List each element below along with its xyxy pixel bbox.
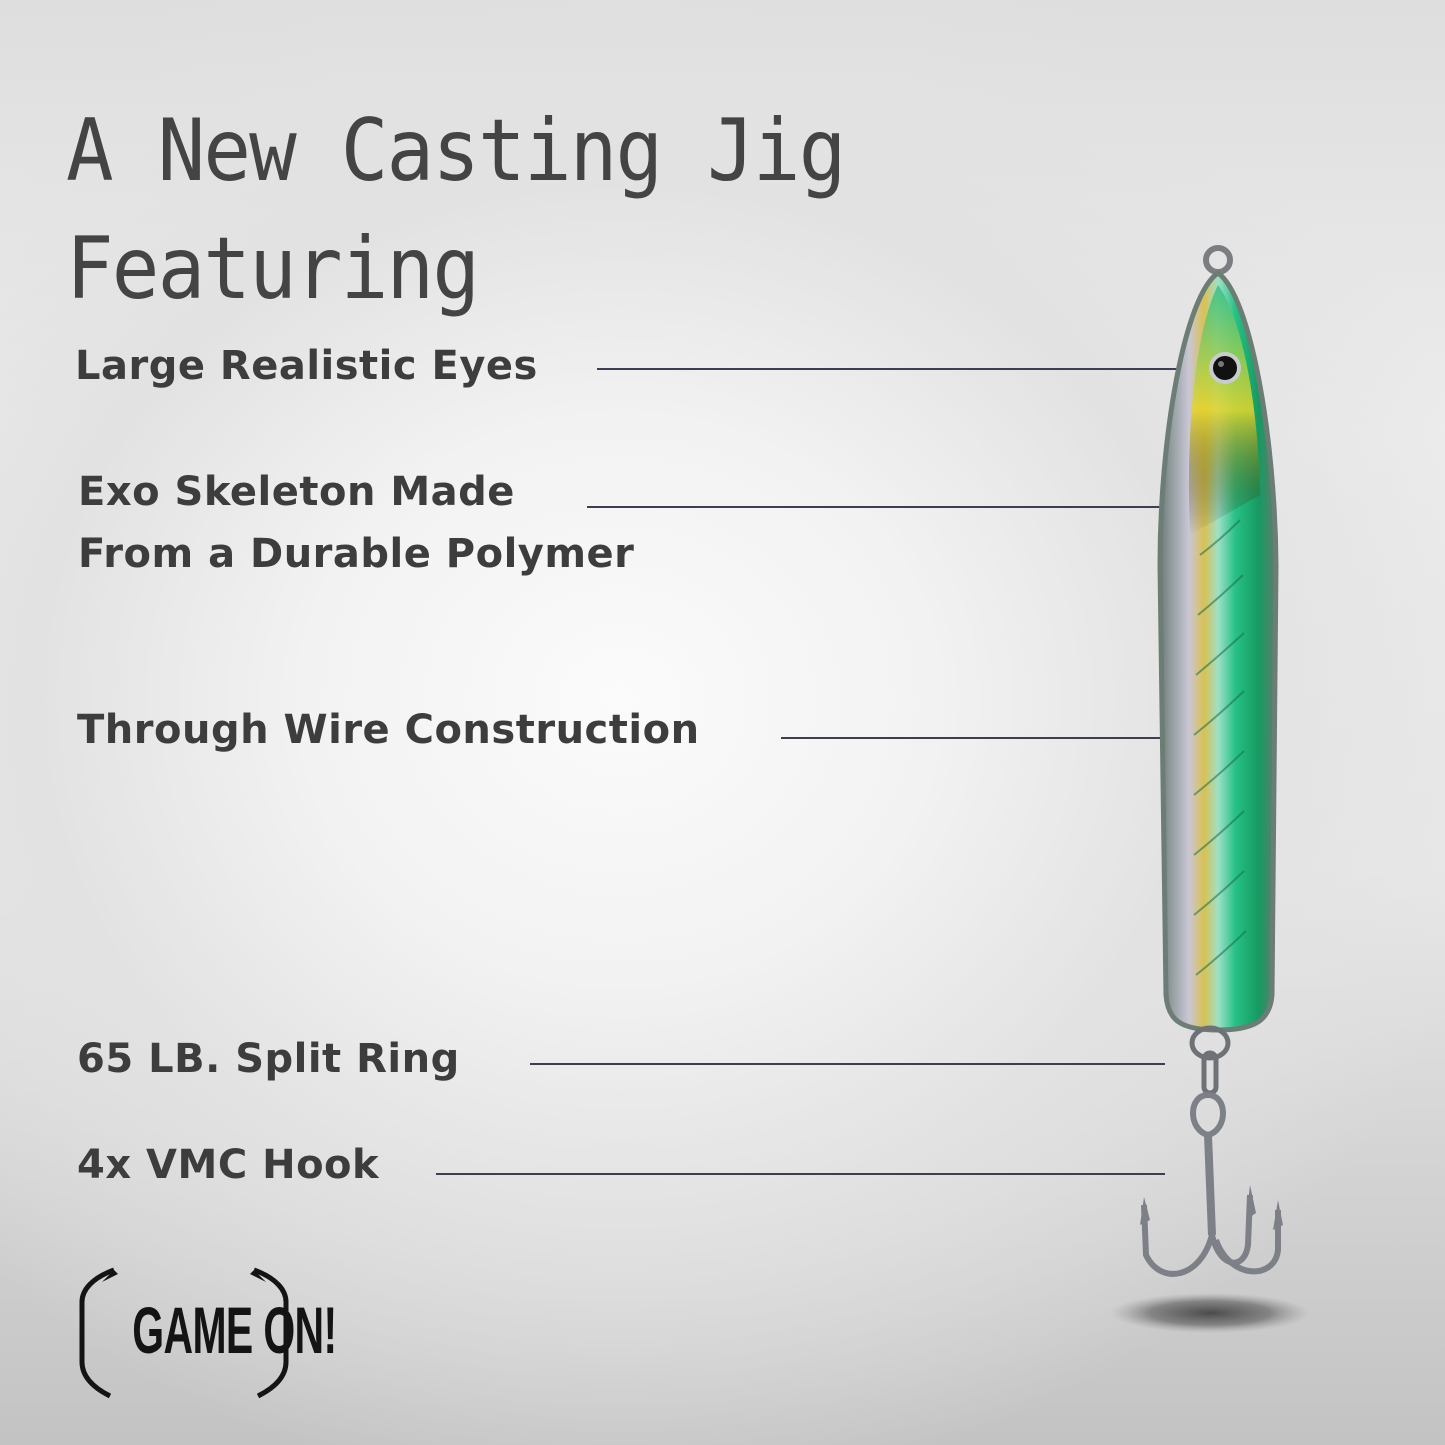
callout-line — [597, 368, 1217, 370]
callout-line — [587, 506, 1264, 508]
top-eyelet-icon — [1203, 245, 1233, 275]
feature-label: 4x VMC Hook — [77, 1142, 380, 1188]
treble-hook-icon — [1190, 1091, 1226, 1139]
casting-jig-lure-image — [1110, 245, 1310, 1333]
title-line-2: Featuring — [66, 219, 480, 319]
callout-line — [781, 737, 1165, 739]
feature-label: Through Wire Construction — [77, 707, 700, 753]
game-on-logo: GAME ON! — [74, 1262, 337, 1402]
logo-text: GAME ON! — [132, 1293, 337, 1367]
page-title: A New Casting Jig Featuring — [66, 92, 846, 328]
logo-bracket-icon — [79, 1267, 289, 1399]
feature-label: Large Realistic Eyes — [75, 343, 538, 389]
shadow — [1110, 1293, 1310, 1333]
feature-label-line-2: From a Durable Polymer — [78, 531, 635, 577]
callout-line — [436, 1173, 1165, 1175]
feature-label: 65 LB. Split Ring — [77, 1036, 460, 1082]
callout-line — [530, 1063, 1165, 1065]
split-ring-icon — [1189, 1025, 1231, 1061]
title-line-1: A New Casting Jig — [66, 101, 846, 201]
feature-label-line-1: Exo Skeleton Made — [78, 469, 515, 515]
